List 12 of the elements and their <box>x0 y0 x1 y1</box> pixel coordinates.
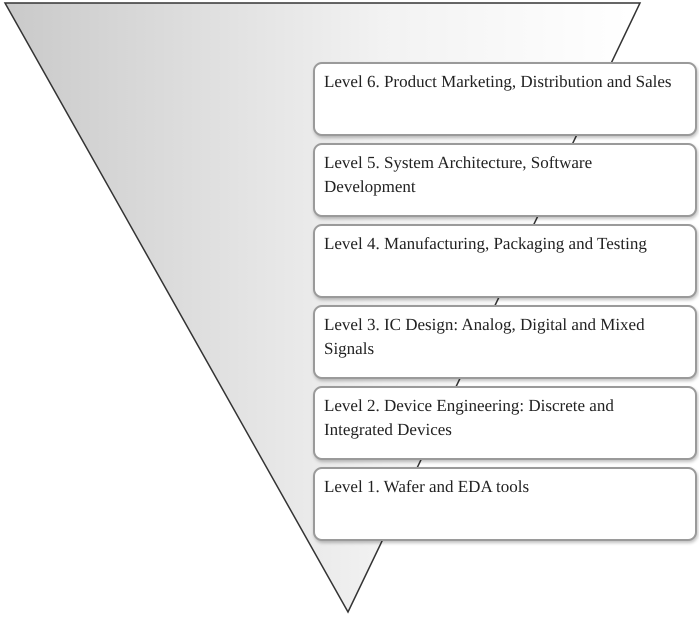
level-label: Level 4. Manufacturing, Packaging and Testing <box>324 233 648 255</box>
level-box <box>313 386 697 460</box>
level-box <box>313 467 697 541</box>
level-label: Level 2. Device Engineering: Discrete and Integrated Devices <box>324 395 615 441</box>
level-label: Level 1. Wafer and EDA tools <box>324 476 530 498</box>
level-box <box>313 62 697 136</box>
level-label: Level 3. IC Design: Analog, Digital and Mixed Signals <box>324 314 646 360</box>
level-label: Level 5. System Architecture, Software Development <box>324 152 594 198</box>
level-box <box>313 305 697 379</box>
level-box <box>313 143 697 217</box>
level-label: Level 6. Product Marketing, Distribution and Sales <box>324 71 672 93</box>
level-box <box>313 224 697 298</box>
